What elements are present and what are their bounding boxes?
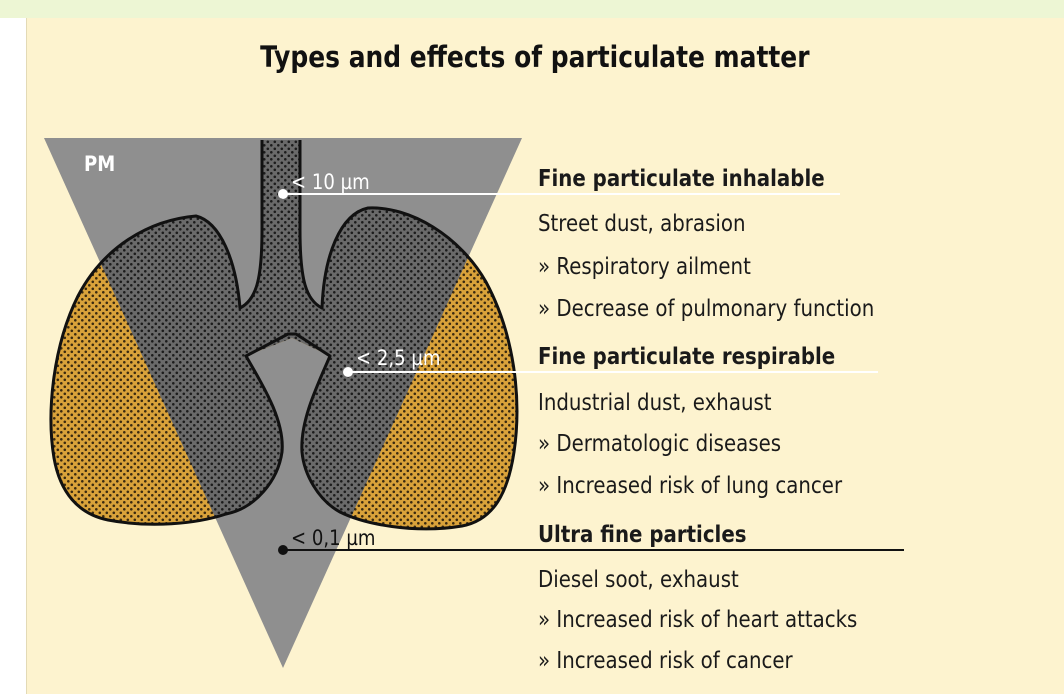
category-effect: » Decrease of pulmonary function bbox=[538, 296, 874, 322]
category-heading: Ultra fine particles bbox=[538, 522, 747, 548]
category-heading: Fine particulate inhalable bbox=[538, 166, 825, 192]
marker-10um bbox=[278, 189, 288, 199]
size-label-0-1um: < 0,1 µm bbox=[291, 526, 375, 550]
pm-label: PM bbox=[84, 152, 115, 176]
category-effect: » Dermatologic diseases bbox=[538, 431, 781, 457]
size-label-10um: < 10 µm bbox=[291, 170, 370, 194]
category-source: Industrial dust, exhaust bbox=[538, 390, 772, 416]
marker-0-1um bbox=[278, 545, 288, 555]
category-effect: » Respiratory ailment bbox=[538, 254, 751, 280]
category-source: Street dust, abrasion bbox=[538, 211, 745, 237]
category-effect: » Increased risk of lung cancer bbox=[538, 473, 842, 499]
category-heading: Fine particulate respirable bbox=[538, 344, 835, 370]
category-source: Diesel soot, exhaust bbox=[538, 567, 739, 593]
size-label-2-5um: < 2,5 µm bbox=[356, 346, 440, 370]
category-effect: » Increased risk of heart attacks bbox=[538, 607, 857, 633]
category-effect: » Increased risk of cancer bbox=[538, 648, 793, 674]
marker-2-5um bbox=[343, 367, 353, 377]
